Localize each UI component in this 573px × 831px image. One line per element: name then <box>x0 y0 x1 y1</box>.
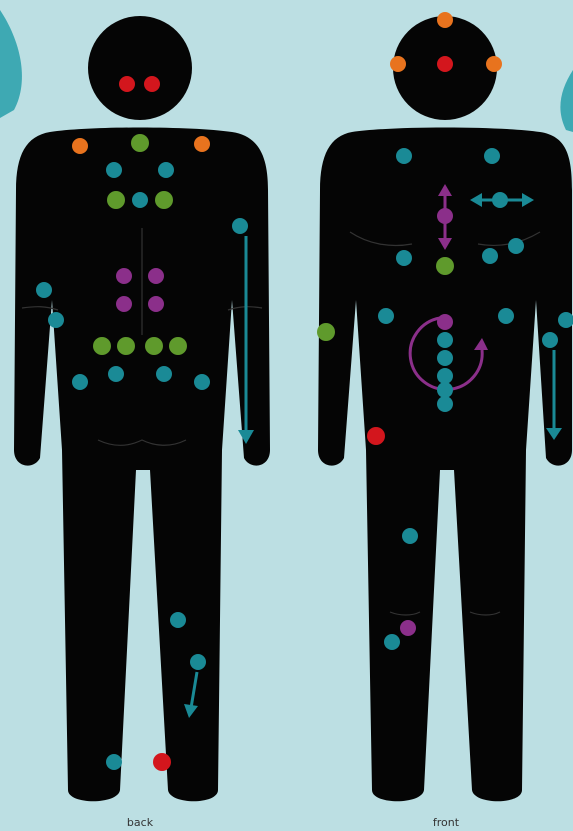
back-teal-point-13 <box>106 754 122 770</box>
back-green-point-3 <box>155 191 173 209</box>
right-side-shape <box>560 70 573 132</box>
front-teal-point-13 <box>437 396 453 412</box>
back-teal-point-5 <box>108 366 124 382</box>
front-orange-point-1 <box>437 12 453 28</box>
front-teal-point-17 <box>384 634 400 650</box>
front-red-point-2 <box>367 427 385 445</box>
front-teal-point-10 <box>437 350 453 366</box>
front-teal-point-15 <box>542 332 558 348</box>
back-green-point-7 <box>169 337 187 355</box>
back-red-point-3 <box>153 753 171 771</box>
front-teal-point-16 <box>402 528 418 544</box>
back-purple-point-3 <box>116 296 132 312</box>
front-red-point-1 <box>437 56 453 72</box>
front-teal-point-6 <box>508 238 524 254</box>
front-teal-point-4 <box>396 250 412 266</box>
back-caption: back <box>100 816 180 829</box>
front-purple-point-2 <box>437 314 453 330</box>
back-teal-point-3 <box>132 192 148 208</box>
back-green-point-1 <box>131 134 149 152</box>
back-teal-point-10 <box>232 218 248 234</box>
front-green-point-1 <box>436 257 454 275</box>
back-green-point-6 <box>145 337 163 355</box>
back-teal-point-8 <box>36 282 52 298</box>
front-green-point-2 <box>317 323 335 341</box>
front-teal-point-11 <box>437 368 453 384</box>
front-orange-point-3 <box>486 56 502 72</box>
front-teal-point-9 <box>437 332 453 348</box>
back-teal-point-7 <box>194 374 210 390</box>
back-head <box>88 16 192 120</box>
back-teal-point-4 <box>72 374 88 390</box>
back-green-point-2 <box>107 191 125 209</box>
front-teal-point-8 <box>498 308 514 324</box>
back-purple-point-4 <box>148 296 164 312</box>
back-green-point-5 <box>117 337 135 355</box>
front-orange-point-2 <box>390 56 406 72</box>
front-teal-point-7 <box>378 308 394 324</box>
back-green-point-4 <box>93 337 111 355</box>
back-red-point-1 <box>119 76 135 92</box>
back-red-point-2 <box>144 76 160 92</box>
back-figure <box>14 16 270 801</box>
front-teal-point-2 <box>484 148 500 164</box>
back-orange-point-2 <box>194 136 210 152</box>
back-teal-point-11 <box>170 612 186 628</box>
back-teal-point-12 <box>190 654 206 670</box>
front-teal-point-5 <box>482 248 498 264</box>
back-teal-point-1 <box>106 162 122 178</box>
front-purple-point-3 <box>400 620 416 636</box>
front-teal-point-1 <box>396 148 412 164</box>
back-orange-point-1 <box>72 138 88 154</box>
front-purple-point-1 <box>437 208 453 224</box>
back-teal-point-2 <box>158 162 174 178</box>
back-teal-point-9 <box>48 312 64 328</box>
front-teal-point-3 <box>492 192 508 208</box>
back-teal-point-6 <box>156 366 172 382</box>
back-purple-point-1 <box>116 268 132 284</box>
front-caption: front <box>406 816 486 829</box>
back-purple-point-2 <box>148 268 164 284</box>
left-side-shape <box>0 10 22 118</box>
front-teal-point-12 <box>437 382 453 398</box>
